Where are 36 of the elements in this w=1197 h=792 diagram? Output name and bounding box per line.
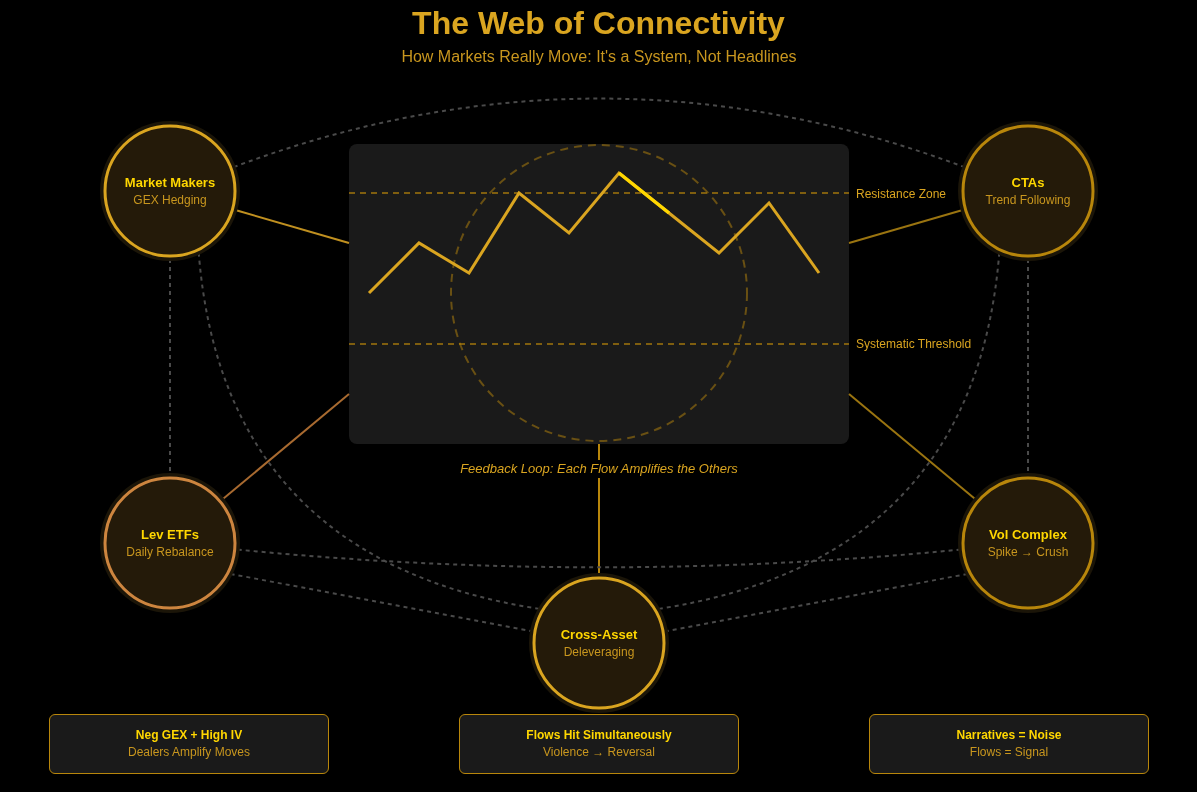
connector-line: [848, 209, 964, 244]
diagram-title: The Web of Connectivity: [412, 4, 785, 42]
connector-line: [221, 393, 350, 501]
card-text: Dealers Amplify Moves: [127, 745, 250, 760]
insight-card: [49, 714, 329, 774]
node-subtitle: Spike → Crush: [987, 544, 1069, 560]
node-circle: [100, 473, 240, 613]
node-circle: [958, 473, 1098, 613]
line-label: Systematic Threshold: [856, 337, 972, 351]
dashed-connector: [229, 572, 533, 633]
card-title: Neg GEX + High IV: [135, 728, 243, 743]
node-circle: [529, 573, 669, 713]
connector-line: [598, 443, 600, 576]
node-title: Cross-Asset: [560, 626, 638, 643]
node-circle: [100, 121, 240, 261]
insight-card: [459, 714, 739, 774]
node-circle: [958, 121, 1098, 261]
node-title: Market Makers: [124, 174, 216, 191]
dashed-connector: [665, 572, 969, 633]
connector-line: [234, 209, 350, 244]
line-label: Resistance Zone: [856, 187, 947, 201]
dashed-connector: [232, 97, 966, 169]
node-subtitle: Trend Following: [985, 192, 1071, 208]
insight-card: [869, 714, 1149, 774]
card-title: Narratives = Noise: [956, 728, 1062, 743]
node-title: Vol Complex: [989, 526, 1067, 543]
connector-line: [848, 393, 977, 501]
node-title: CTAs: [1011, 174, 1045, 191]
subtitle: How Markets Really Move: It's a System, Not Headlines: [401, 48, 797, 67]
card-text: Violence → Reversal: [543, 745, 655, 760]
node-title: Lev ETFs: [141, 526, 199, 543]
card-text: Flows = Signal: [969, 745, 1049, 760]
node-subtitle: Deleveraging: [563, 644, 635, 660]
card-title: Flows Hit Simultaneously: [526, 728, 672, 743]
node-subtitle: Daily Rebalance: [126, 544, 214, 560]
node-subtitle: GEX Hedging: [133, 192, 207, 208]
